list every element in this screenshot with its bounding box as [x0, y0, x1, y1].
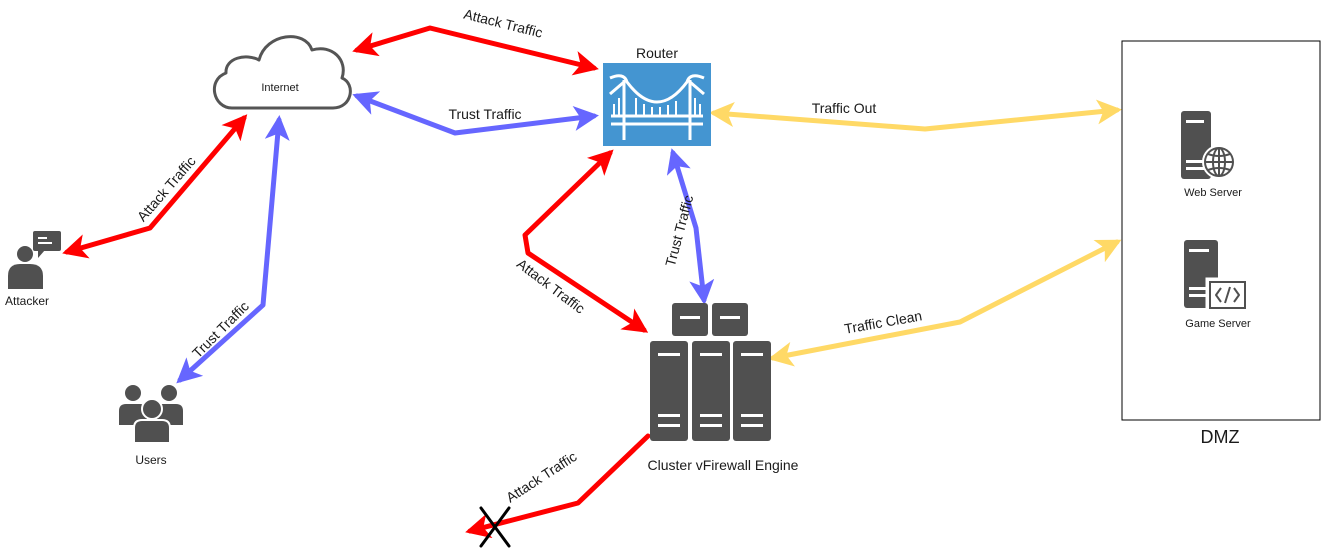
internet-label: Internet — [261, 82, 298, 94]
edge-internet-attacker — [62, 114, 248, 259]
users-label: Users — [135, 453, 166, 467]
game-server-label: Game Server — [1185, 318, 1251, 330]
router-label: Router — [636, 45, 678, 61]
dmz-box — [1121, 40, 1321, 421]
dmz-label: DMZ — [1201, 427, 1240, 447]
web-server-label: Web Server — [1184, 187, 1242, 199]
cloud-icon — [212, 35, 352, 110]
router-bridge-icon — [603, 63, 711, 146]
firewall-node: Cluster vFirewall Engine — [648, 303, 799, 473]
label-internet-router-trust: Trust Traffic — [448, 106, 521, 122]
game-server-node: Game Server — [1184, 240, 1251, 330]
users-node: Users — [119, 385, 183, 467]
game-server-icon — [1184, 240, 1250, 313]
attacker-icon — [8, 231, 61, 289]
x-mark-icon — [479, 506, 511, 548]
users-icon — [119, 385, 183, 444]
edge-internet-router-trust — [352, 91, 599, 136]
edge-router-firewall-trust — [666, 148, 715, 305]
web-server-icon — [1181, 111, 1236, 179]
label-internet-attacker: Attack Traffic — [134, 153, 199, 224]
edge-internet-router-attack — [352, 25, 599, 76]
label-router-firewall-trust: Trust Traffic — [662, 193, 696, 268]
attacker-node: Attacker — [5, 231, 61, 308]
edge-router-firewall-attack — [522, 149, 649, 333]
firewall-label: Cluster vFirewall Engine — [648, 457, 799, 473]
label-internet-users: Trust Traffic — [189, 298, 252, 361]
router-node: Router — [603, 45, 711, 146]
internet-node: Internet — [212, 35, 352, 110]
server-cluster-icon — [650, 303, 771, 441]
label-router-dmz: Traffic Out — [812, 100, 877, 116]
attacker-label: Attacker — [5, 294, 49, 308]
label-internet-router-attack: Attack Traffic — [462, 6, 544, 41]
edges — [62, 25, 1122, 539]
web-server-node: Web Server — [1181, 111, 1242, 199]
edge-firewall-dmz — [768, 239, 1122, 367]
dmz-zone: DMZ Web Server — [1121, 40, 1321, 447]
edge-internet-users — [176, 115, 290, 384]
edge-router-dmz — [709, 99, 1122, 132]
label-firewall-dropped: Attack Traffic — [503, 448, 579, 505]
edge-firewall-dropped — [465, 433, 651, 539]
